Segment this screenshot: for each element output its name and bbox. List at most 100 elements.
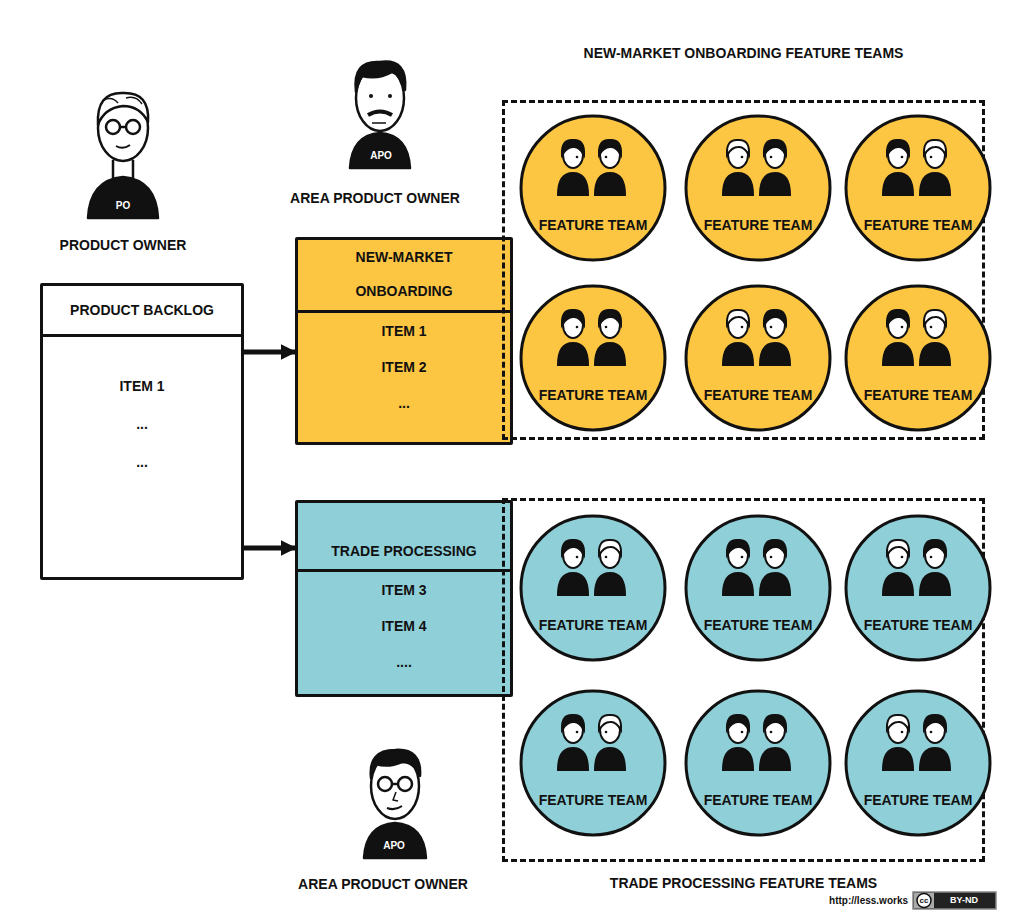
flow-arrow <box>244 350 295 355</box>
feature-team-circle: FEATURE TEAM <box>518 513 668 663</box>
team-illustration <box>683 113 833 263</box>
team-member <box>723 540 753 595</box>
product-owner-figure <box>88 93 158 218</box>
backlog-item: ITEM 2 <box>298 349 510 385</box>
area-backlog: TRADE PROCESSINGITEM 3ITEM 4.... <box>295 500 513 697</box>
team-circle <box>686 286 830 430</box>
license-badge <box>913 892 996 909</box>
team-member <box>595 715 625 770</box>
team-name: FEATURE TEAM <box>843 386 993 404</box>
team-member <box>883 715 913 770</box>
team-circle <box>521 116 665 260</box>
feature-team-circle: FEATURE TEAM <box>843 688 993 838</box>
feature-team-circle: FEATURE TEAM <box>518 283 668 433</box>
feature-team-circle: FEATURE TEAM <box>843 513 993 663</box>
team-circle <box>686 516 830 660</box>
backlog-item: ITEM 1 <box>298 313 510 349</box>
team-name: FEATURE TEAM <box>518 386 668 404</box>
backlog-title: PRODUCT BACKLOG <box>43 286 241 337</box>
team-illustration <box>683 513 833 663</box>
team-illustration <box>843 513 993 663</box>
team-member <box>920 540 950 595</box>
team-circle <box>846 116 990 260</box>
team-illustration <box>518 688 668 838</box>
flow-arrow <box>244 546 295 551</box>
team-illustration <box>843 283 993 433</box>
backlog-item: ITEM 3 <box>298 572 510 608</box>
team-circle <box>846 691 990 835</box>
team-illustration <box>843 113 993 263</box>
license-icon: cc <box>920 896 929 905</box>
team-illustration <box>518 113 668 263</box>
team-name: FEATURE TEAM <box>843 216 993 234</box>
backlog-item: ... <box>43 405 241 443</box>
team-name: FEATURE TEAM <box>683 216 833 234</box>
feature-team-circle: FEATURE TEAM <box>843 113 993 263</box>
role-badge: PO <box>116 200 130 211</box>
team-circle <box>521 691 665 835</box>
team-member <box>595 540 625 595</box>
role-label: AREA PRODUCT OWNER <box>298 876 468 892</box>
area-title: TRADE PROCESSING FEATURE TEAMS <box>465 873 1022 893</box>
team-member <box>558 715 588 770</box>
team-member <box>595 140 625 195</box>
team-circle <box>521 286 665 430</box>
team-member <box>883 310 913 365</box>
team-circle <box>686 691 830 835</box>
team-name: FEATURE TEAM <box>518 216 668 234</box>
backlog-item: ITEM 4 <box>298 608 510 644</box>
team-circle <box>846 516 990 660</box>
role-badge: APO <box>383 840 405 851</box>
backlog-item: ITEM 1 <box>43 367 241 405</box>
team-illustration <box>683 283 833 433</box>
team-member <box>760 140 790 195</box>
team-circle <box>521 516 665 660</box>
team-member <box>558 310 588 365</box>
team-name: FEATURE TEAM <box>843 616 993 634</box>
feature-team-area: TRADE PROCESSING FEATURE TEAMSFEATURE TE… <box>502 498 985 862</box>
team-name: FEATURE TEAM <box>683 386 833 404</box>
team-illustration <box>518 283 668 433</box>
backlog-item: ... <box>298 385 510 421</box>
team-member <box>883 540 913 595</box>
feature-team-circle: FEATURE TEAM <box>683 513 833 663</box>
area-title: NEW-MARKET ONBOARDING FEATURE TEAMS <box>465 43 1022 63</box>
area-backlog: NEW-MARKET ONBOARDINGITEM 1ITEM 2... <box>295 237 513 445</box>
backlog-item: .... <box>298 644 510 680</box>
backlog-item: ... <box>43 443 241 481</box>
team-member <box>760 715 790 770</box>
team-member <box>760 540 790 595</box>
feature-team-circle: FEATURE TEAM <box>683 688 833 838</box>
team-name: FEATURE TEAM <box>683 616 833 634</box>
team-member <box>920 715 950 770</box>
team-member <box>595 310 625 365</box>
team-member <box>558 540 588 595</box>
role-label: PRODUCT OWNER <box>60 237 187 253</box>
team-name: FEATURE TEAM <box>683 791 833 809</box>
role-label: AREA PRODUCT OWNER <box>290 190 460 206</box>
team-member <box>920 140 950 195</box>
feature-team-circle: FEATURE TEAM <box>518 113 668 263</box>
feature-team-circle: FEATURE TEAM <box>683 283 833 433</box>
team-member <box>883 140 913 195</box>
product-backlog: PRODUCT BACKLOG ITEM 1...... <box>40 283 244 580</box>
team-name: FEATURE TEAM <box>518 616 668 634</box>
team-illustration <box>843 688 993 838</box>
team-member <box>723 310 753 365</box>
team-circle <box>686 116 830 260</box>
license-text: BY-ND <box>950 895 978 905</box>
source-url: http://less.works <box>829 895 908 906</box>
team-member <box>558 140 588 195</box>
feature-team-circle: FEATURE TEAM <box>518 688 668 838</box>
role-badge: APO <box>370 150 392 161</box>
area-product-owner-figure <box>364 750 426 858</box>
feature-team-circle: FEATURE TEAM <box>683 113 833 263</box>
backlog-title: NEW-MARKET ONBOARDING <box>298 240 510 313</box>
team-circle <box>846 286 990 430</box>
backlog-title: TRADE PROCESSING <box>298 503 510 572</box>
team-name: FEATURE TEAM <box>518 791 668 809</box>
team-member <box>760 310 790 365</box>
feature-team-circle: FEATURE TEAM <box>843 283 993 433</box>
team-member <box>723 140 753 195</box>
